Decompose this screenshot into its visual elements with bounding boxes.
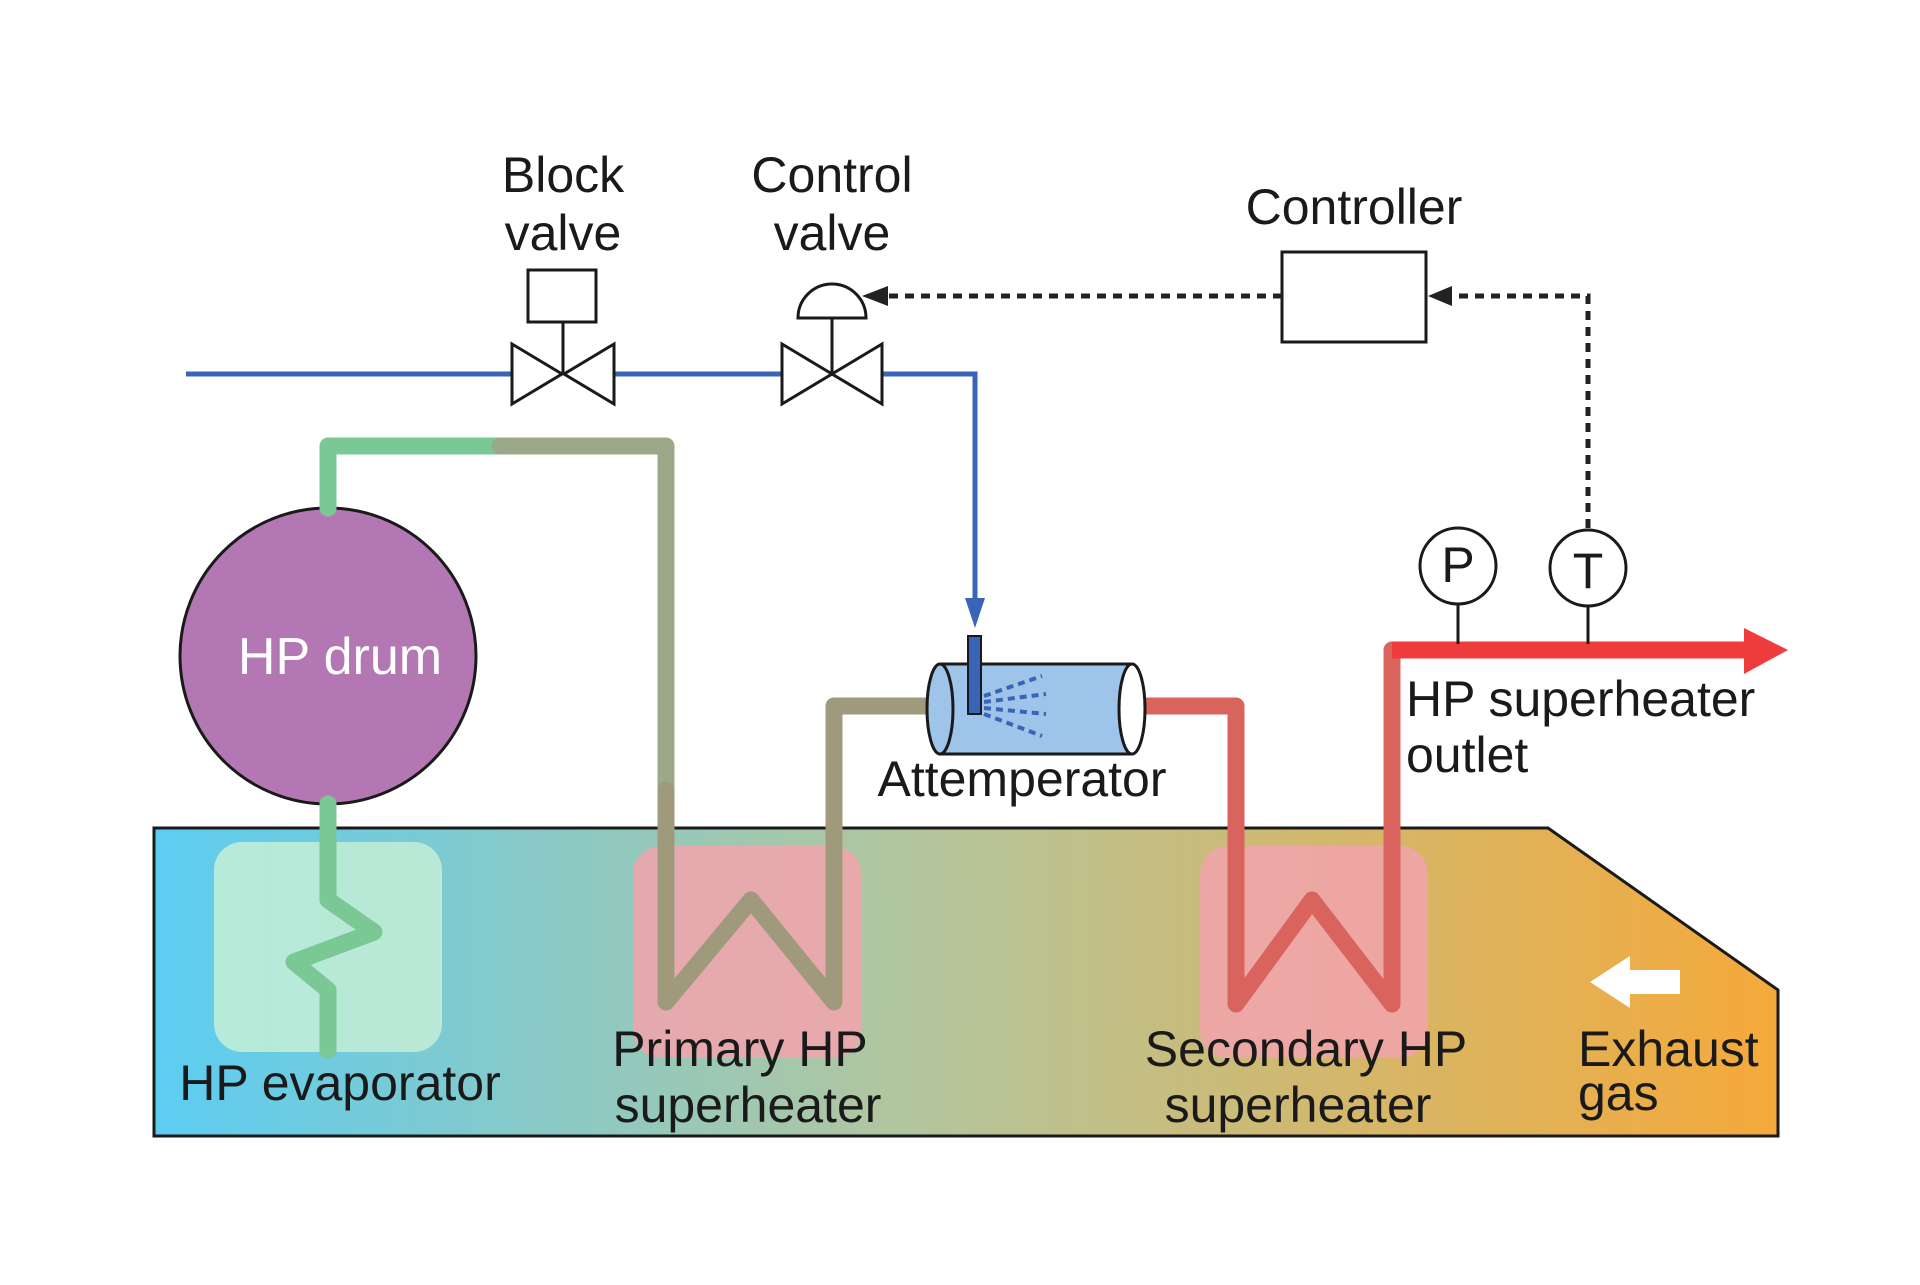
secondary-superheater-zone — [1200, 846, 1428, 1058]
spray-nozzle-icon — [967, 635, 982, 715]
signal-arrowhead-controller — [1428, 286, 1452, 306]
primary-superheater-coil — [657, 697, 951, 1011]
primary-superheater-label: Primary HP — [612, 1021, 868, 1077]
signal-arrowhead-valve — [862, 286, 888, 306]
spray-line-arrowhead — [965, 598, 985, 628]
drum-to-primary-pipe-mid — [491, 437, 675, 799]
pressure-sensor — [1418, 526, 1498, 606]
evaporator-coil — [285, 795, 383, 1059]
outlet-label-line2: outlet — [1406, 727, 1528, 783]
exhaust-gas-label-line2: gas — [1578, 1065, 1659, 1121]
primary-superheater-zone — [633, 846, 861, 1058]
signal-line — [886, 293, 1591, 528]
attemperator — [925, 662, 1147, 756]
block-valve-icon — [510, 268, 616, 407]
outlet-label: HP superheater — [1406, 671, 1755, 727]
evaporator-label: HP evaporator — [179, 1055, 500, 1111]
spray-water-line — [186, 371, 978, 600]
control-valve-label-line2: valve — [774, 205, 891, 261]
controller-label: Controller — [1246, 179, 1463, 235]
block-valve-label-line2: valve — [505, 205, 622, 261]
control-valve-icon — [780, 282, 884, 407]
drum-to-primary-pipe — [319, 437, 509, 517]
secondary-superheater-coil — [1119, 641, 1401, 1013]
pressure-sensor-label: P — [1441, 537, 1474, 593]
block-valve-label: Block — [502, 147, 625, 203]
exhaust-gas-label: Exhaust — [1578, 1021, 1759, 1077]
control-valve-label: Control — [751, 147, 912, 203]
temperature-sensor-label: T — [1573, 543, 1604, 599]
exhaust-arrow-icon — [1590, 956, 1680, 1008]
primary-superheater-label-line2: superheater — [615, 1077, 882, 1133]
temperature-sensor — [1548, 528, 1628, 608]
attemperator-label: Attemperator — [877, 751, 1166, 807]
secondary-superheater-label-line2: superheater — [1165, 1077, 1432, 1133]
secondary-superheater-label: Secondary HP — [1145, 1021, 1467, 1077]
spray-pattern — [983, 674, 1047, 738]
hp-drum-label: HP drum — [238, 628, 442, 686]
controller-box — [1280, 250, 1428, 344]
flow-arrow-icon — [1744, 628, 1788, 674]
